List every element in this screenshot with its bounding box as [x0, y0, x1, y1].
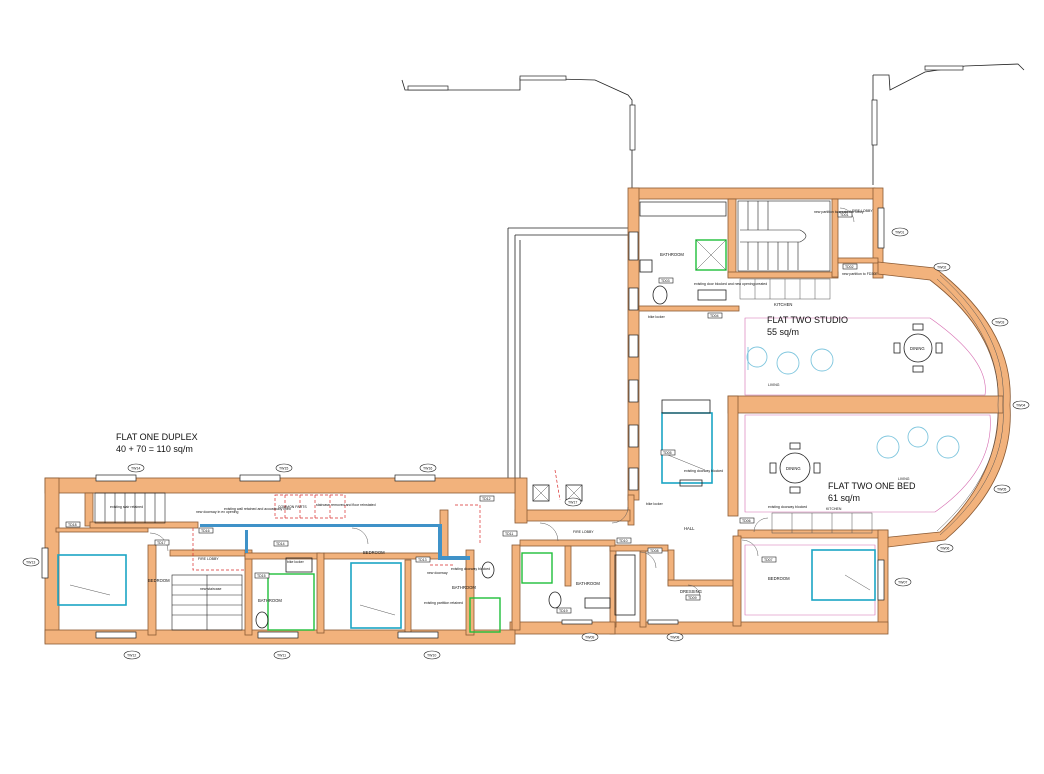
left-stairs — [94, 492, 346, 631]
tag-TD02: TD02 — [845, 265, 854, 269]
tag-TD07: TD07 — [764, 558, 773, 562]
label-dining-studio: DINING — [910, 346, 925, 351]
label-bathroom-top: BATHROOM — [660, 252, 684, 257]
flat-two-studio-title: FLAT TWO STUDIO — [767, 315, 848, 325]
flat-two-studio-area: 55 sq/m — [767, 327, 799, 337]
beds-left — [57, 552, 636, 633]
label-dining-onebed: DINING — [786, 466, 801, 471]
tag-TD01: TD01 — [840, 213, 849, 217]
note-doorway-new: new doorway in ex opening — [196, 510, 238, 514]
tag-TD12: TD12 — [482, 497, 491, 501]
tag-TW05: TW05 — [997, 488, 1006, 492]
note-partition-retained: existing partition retained — [424, 601, 463, 605]
flat-two-one-bed-area: 61 sq/m — [828, 493, 860, 503]
label-bedroom-right: BEDROOM — [768, 576, 790, 581]
label-fire-lobby-mid: FIRE LOBBY — [573, 530, 594, 534]
tag-TD15: TD15 — [257, 574, 266, 578]
label-living-onebed: LIVING — [898, 477, 910, 481]
label-kitchen-studio: KITCHEN — [774, 302, 792, 307]
label-bathroom-mid: BATHROOM — [576, 581, 600, 586]
label-fire-lobby-top: FIRE LOBBY — [852, 209, 873, 213]
right-block-walls — [509, 187, 1011, 635]
context-outline — [401, 63, 1025, 478]
label-bike-locker-hall: bike locker — [646, 502, 664, 506]
note-doorway-blocked-right: existing doorway blocked — [768, 505, 807, 509]
door-tags: TD01 TD02 TD03 TD04 TD05 TD06 TD07 TD08 … — [65, 211, 858, 614]
tag-TW14: TW14 — [131, 467, 140, 471]
tag-TW10: TW10 — [427, 654, 436, 658]
beds-right — [661, 399, 876, 601]
tag-TW15: TW15 — [279, 467, 288, 471]
room-labels: BATHROOM bike locker KITCHEN DINING LIVI… — [148, 209, 925, 603]
tag-TW03: TW03 — [995, 321, 1004, 325]
label-bathroom-left: BATHROOM — [258, 598, 282, 603]
tag-TD13: TD13 — [418, 558, 427, 562]
note-stair-removed: staircase removed and floor reinstated — [316, 503, 376, 507]
note-door-blocked: existing door blocked and new opening cr… — [694, 282, 767, 286]
tag-TW08: TW08 — [670, 636, 679, 640]
kitchen-counters — [739, 278, 873, 534]
label-bedroom-centre: BEDROOM — [363, 550, 385, 555]
tag-TW07: TW07 — [898, 581, 907, 585]
tag-TD10: TD10 — [619, 539, 628, 543]
right-windows — [561, 201, 1004, 625]
label-bathroom-lower: BATHROOM — [452, 585, 476, 590]
tag-TD03: TD03 — [661, 279, 670, 283]
tag-TD06: TD06 — [742, 519, 751, 523]
boundary-lines — [744, 317, 991, 616]
acoustic-lining — [200, 524, 470, 560]
tag-TW01: TW01 — [895, 231, 904, 235]
tag-TW06: TW06 — [940, 547, 949, 551]
window-tags: TW01 TW02 TW03 TW04 TW05 TW06 TW07 TW08 … — [22, 227, 1030, 660]
label-bedroom-left: BEDROOM — [148, 578, 170, 583]
tag-TW11: TW11 — [277, 654, 286, 658]
tag-TD05: TD05 — [663, 451, 672, 455]
note-partition-top: new partition to create fire lobby — [814, 210, 864, 214]
note-stair-retained: existing stair retained — [110, 505, 143, 509]
tag-TW04: TW04 — [1016, 404, 1025, 408]
tag-TD17: TD17 — [157, 541, 166, 545]
note-partition-fd30: new partition to FD30E — [842, 272, 878, 276]
onebed-furniture — [769, 426, 960, 494]
tag-TW09: TW09 — [585, 636, 594, 640]
note-doorway-blocked: existing doorway blocked — [684, 469, 723, 473]
tag-TD14: TD14 — [276, 542, 285, 546]
tag-TW13: TW13 — [26, 561, 35, 565]
stair-right — [737, 200, 831, 272]
new-partitions — [192, 469, 561, 571]
tag-TD19: TD19 — [559, 609, 568, 613]
left-windows — [41, 474, 439, 639]
studio-furniture — [746, 323, 943, 375]
label-fire-lobby-left: FIRE LOBBY — [198, 557, 219, 561]
tag-TW17: TW17 — [568, 501, 577, 505]
flat-two-one-bed-title: FLAT TWO ONE BED — [828, 481, 916, 491]
note-new-doorway: new doorway — [427, 571, 448, 575]
annotation-notes: new partition to create fire lobby new p… — [110, 210, 878, 605]
tag-TD08: TD08 — [650, 549, 659, 553]
label-dressing: DRESSING — [680, 589, 702, 594]
note-wall-retained: existing wall retained and acoustically … — [224, 507, 291, 511]
tag-TD11: TD11 — [505, 532, 513, 536]
label-bike-locker-left: bike locker — [287, 560, 305, 564]
tag-TW16: TW16 — [423, 467, 432, 471]
box-1 — [532, 484, 550, 502]
label-kitchen-onebed: KITCHEN — [826, 507, 842, 511]
tag-TD18: TD18 — [68, 523, 77, 527]
tag-TD16: TD16 — [201, 529, 210, 533]
tag-TD04: TD04 — [710, 314, 719, 318]
tag-TD09: TD09 — [688, 596, 697, 600]
flat-one-area: 40 + 70 = 110 sq/m — [116, 444, 193, 454]
left-block-walls — [44, 477, 516, 645]
flat-one-title: FLAT ONE DUPLEX — [116, 432, 198, 442]
label-hall: HALL — [684, 526, 695, 531]
label-bike-locker: bike locker — [648, 315, 666, 319]
label-living-studio: LIVING — [768, 383, 780, 387]
top-bathroom-fittings — [639, 239, 727, 305]
label-common-parts: COMMON PARTS — [278, 505, 307, 509]
label-new-staircase: new staircase — [200, 587, 221, 591]
note-doorway-blocked-lower: existing doorway blocked — [451, 567, 490, 571]
tag-TW02: TW02 — [937, 266, 946, 270]
tag-TW12: TW12 — [127, 654, 136, 658]
